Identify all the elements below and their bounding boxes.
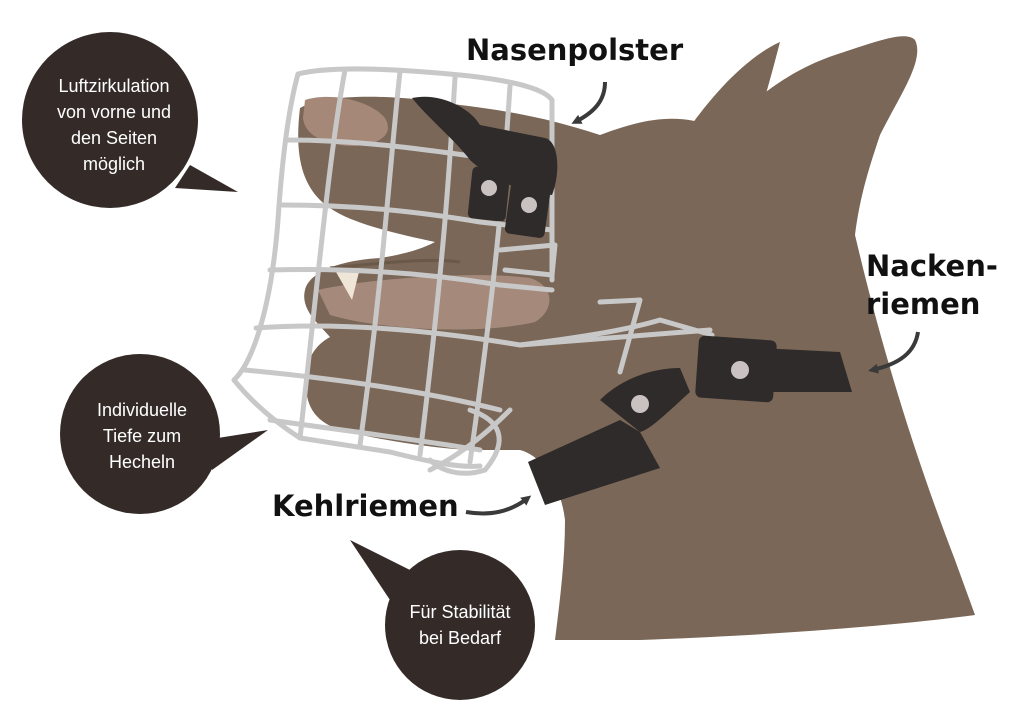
label-nackenriemen: Nacken- riemen <box>866 249 998 374</box>
bubble-luftzirkulation-line4: möglich <box>83 154 145 174</box>
nose-pad <box>412 96 558 195</box>
throat-strap <box>528 368 690 505</box>
label-nackenriemen-line1: Nacken- <box>866 249 998 283</box>
bubble-luftzirkulation-line1: Luftzirkulation <box>58 76 169 96</box>
label-nasenpolster: Nasenpolster <box>466 33 684 124</box>
bubble-hecheln: Individuelle Tiefe zum Hecheln <box>60 354 268 514</box>
rivet-icon <box>731 361 749 379</box>
rivet-icon <box>631 395 649 413</box>
bubble-hecheln-line3: Hecheln <box>109 452 175 472</box>
throat-strap-band <box>528 420 660 505</box>
bubble-luftzirkulation-line2: von vorne und <box>57 102 171 122</box>
label-kehlriemen-text: Kehlriemen <box>272 489 459 523</box>
bubble-hecheln-line1: Individuelle <box>97 400 187 420</box>
label-nasenpolster-text: Nasenpolster <box>466 33 684 67</box>
bubble-stabilitaet-line1: Für Stabilität <box>409 602 510 622</box>
bubble-stabilitaet: Für Stabilität bei Bedarf <box>350 540 535 700</box>
neck-strap <box>695 335 852 403</box>
curved-arrow-icon <box>571 81 607 124</box>
dog-tooth <box>336 268 360 300</box>
curved-arrow-icon <box>868 331 920 374</box>
bubble-luftzirkulation: Luftzirkulation von vorne und den Seiten… <box>22 32 238 208</box>
dog-mouth-line <box>329 258 461 270</box>
bubble-luftzirkulation-line3: den Seiten <box>71 128 157 148</box>
nose-pad-assembly <box>412 96 558 238</box>
label-kehlriemen: Kehlriemen <box>272 489 532 523</box>
bubble-stabilitaet-line2: bei Bedarf <box>419 628 502 648</box>
dog-nose <box>303 96 388 146</box>
rivet-icon <box>521 197 537 213</box>
bubble-hecheln-line2: Tiefe zum <box>103 426 181 446</box>
curved-arrow-icon <box>465 495 532 516</box>
rivet-icon <box>481 180 497 196</box>
label-nackenriemen-line2: riemen <box>866 287 980 321</box>
